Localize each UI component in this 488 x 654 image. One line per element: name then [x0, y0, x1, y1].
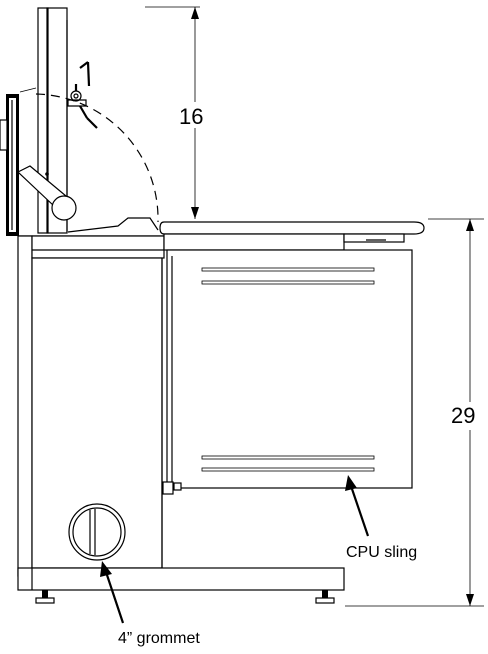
- grommet-hole: [68, 503, 126, 561]
- cpu-sling-bottom-vents: [201, 455, 375, 472]
- cpu-sling-label: CPU sling: [346, 544, 417, 561]
- dim-29-label: 29: [451, 403, 475, 428]
- front-frame-post: [17, 235, 33, 577]
- grommet-label: 4” grommet: [118, 630, 200, 647]
- dim-29-bottom-arrow: [466, 594, 474, 606]
- cpu-sling-latch: [162, 481, 174, 495]
- grommet-cap-split: [89, 509, 96, 555]
- dimension-29: 29: [345, 218, 484, 607]
- work-surface-top: [159, 221, 425, 235]
- base-and-feet: [17, 567, 345, 604]
- upper-frame-rail: [31, 235, 165, 259]
- monitor-handle: [0, 119, 8, 151]
- cpu-sling-unit: [162, 249, 413, 495]
- dim-16-top-arrow: [191, 7, 199, 19]
- dimension-16: 16: [145, 6, 203, 219]
- monitor-swing-arc: [35, 93, 159, 223]
- work-surface-lip: [343, 233, 405, 243]
- monitor-arm-pivot: [51, 195, 77, 221]
- cpu-sling-arrowhead: [345, 475, 357, 491]
- leveling-foot-rear: [315, 590, 335, 604]
- grommet-leader: [104, 571, 125, 624]
- cpu-sling-body: [166, 249, 413, 489]
- cpu-sling-callout: CPU sling: [345, 475, 417, 561]
- work-surface-rail: [163, 233, 345, 251]
- grommet-inner-ring: [72, 507, 122, 557]
- dim-16-label: 16: [179, 104, 203, 129]
- grommet-callout: 4” grommet: [100, 561, 200, 647]
- monitor-mount-bracket: [67, 61, 98, 129]
- base-rail: [17, 567, 345, 591]
- cpu-sling-top-vents: [201, 267, 375, 285]
- monitor-panel-screw: [45, 172, 49, 176]
- monitor-panel-back: [37, 7, 49, 234]
- tilted-monitor: [0, 87, 77, 236]
- dim-29-top-arrow: [466, 219, 474, 231]
- grommet-arrowhead: [100, 561, 112, 577]
- leveling-foot-front: [35, 590, 55, 604]
- cpu-sling-leader: [349, 485, 370, 537]
- monitor-base-tray: [67, 217, 159, 233]
- dim-16-bottom-arrow: [191, 207, 199, 219]
